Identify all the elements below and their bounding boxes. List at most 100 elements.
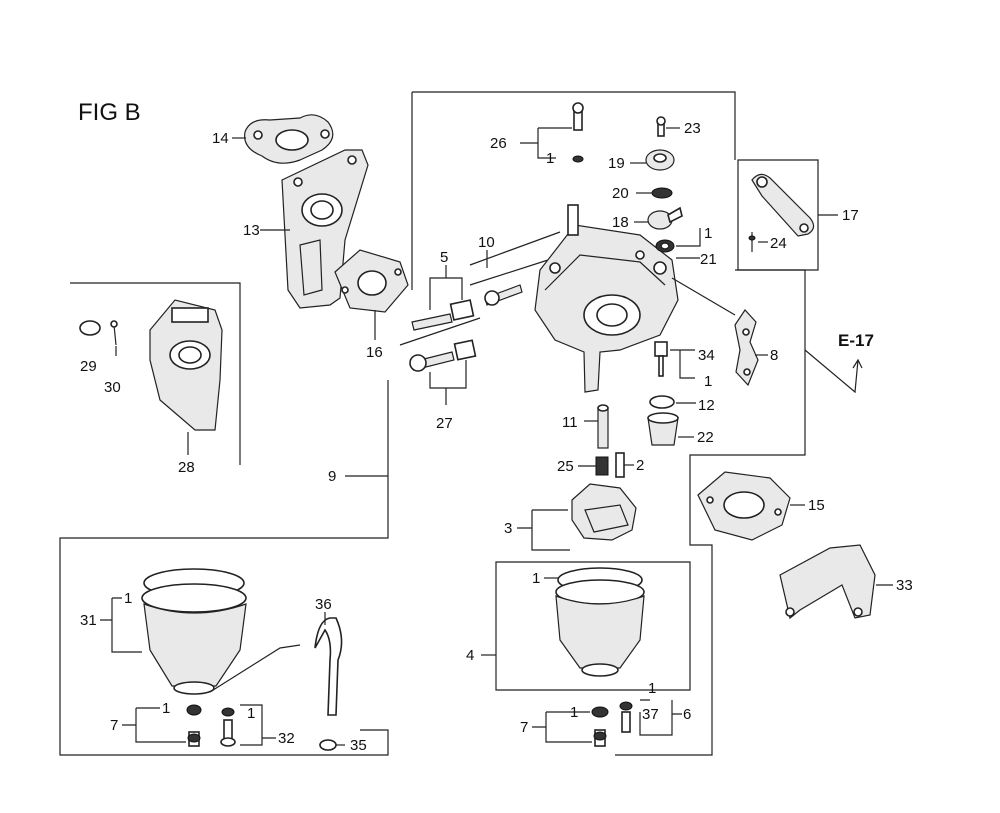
callout-10: 10 (478, 234, 495, 251)
part-16-gasket[interactable] (334, 249, 409, 313)
part-28-bracket[interactable] (149, 299, 223, 431)
part-25-spring[interactable] (595, 456, 609, 476)
part-11-jet[interactable] (597, 404, 609, 449)
part-4-bowl[interactable] (555, 567, 645, 677)
callout-2: 2 (636, 457, 644, 474)
part-31-bowl[interactable] (141, 568, 247, 695)
callout-1-b: 1 (704, 225, 712, 242)
part-18-valve[interactable] (647, 206, 683, 230)
assembly-8-line (671, 277, 736, 316)
part-23-screw[interactable] (656, 116, 666, 137)
part-30-pin[interactable] (110, 320, 118, 346)
part-36-hose[interactable] (314, 617, 343, 716)
callout-29: 29 (80, 358, 97, 375)
part-33-bracket[interactable] (779, 544, 876, 620)
leader-32 (240, 704, 276, 746)
callout-33: 33 (896, 577, 913, 594)
reference-arrow-head (852, 358, 863, 369)
callout-1-g: 1 (532, 570, 540, 587)
callout-13: 13 (243, 222, 260, 239)
part-20-spring[interactable] (651, 187, 673, 199)
part-5-screw-spring[interactable] (411, 299, 475, 331)
leader-5 (429, 265, 463, 310)
part-15-gasket[interactable] (697, 471, 791, 541)
callout-12: 12 (698, 397, 715, 414)
part-13-bracket[interactable] (281, 149, 369, 309)
part-14-gasket[interactable] (244, 114, 334, 164)
leader-10 (469, 231, 561, 286)
callout-4: 4 (466, 647, 474, 664)
callout-28: 28 (178, 459, 195, 476)
callout-6: 6 (683, 706, 691, 723)
carburetor-body[interactable] (534, 204, 679, 393)
callout-5: 5 (440, 249, 448, 266)
part-19-cover[interactable] (645, 149, 675, 171)
callout-17: 17 (842, 207, 859, 224)
part-29-cap[interactable] (79, 320, 101, 336)
part-34-screw[interactable] (654, 341, 668, 377)
callout-9: 9 (328, 468, 336, 485)
part-21-oring[interactable] (655, 239, 675, 253)
leader-7-center (532, 711, 592, 743)
assembly-27-line-top (399, 317, 481, 346)
reference-label: E-17 (838, 331, 874, 350)
part-24-pin[interactable] (748, 232, 756, 252)
assembly-9-outline (412, 91, 806, 756)
callout-23: 23 (684, 120, 701, 137)
leader-26 (520, 127, 572, 159)
part-1-washer-a[interactable] (572, 155, 584, 163)
callout-37: 37 (642, 706, 659, 723)
callout-24: 24 (770, 235, 787, 252)
callout-1-h: 1 (570, 704, 578, 721)
assembly-28-outline (70, 282, 241, 465)
callout-1-f: 1 (247, 705, 255, 722)
part-7-bolt-left[interactable] (186, 704, 202, 747)
reference-arrow (804, 349, 859, 394)
leader-7-left (122, 707, 186, 743)
callout-36: 36 (315, 596, 332, 613)
leader-21 (676, 228, 701, 259)
callout-22: 22 (697, 429, 714, 446)
part-7-bolt-center[interactable] (591, 706, 609, 747)
callout-1-i: 1 (648, 680, 656, 697)
part-22-bowl[interactable] (647, 412, 679, 446)
part-2-pin[interactable] (615, 452, 625, 478)
leader-37-6 (639, 699, 682, 736)
callout-32: 32 (278, 730, 295, 747)
callout-7-left: 7 (110, 717, 118, 734)
assembly-4-outline (495, 561, 691, 691)
callout-1-c: 1 (704, 373, 712, 390)
part-17-lever[interactable] (751, 173, 815, 237)
callout-1-a: 1 (546, 150, 554, 167)
callout-14: 14 (212, 130, 229, 147)
leader-27 (429, 360, 467, 405)
callout-7-center: 7 (520, 719, 528, 736)
assembly-9-outline-left (59, 92, 413, 756)
part-31-link-line (209, 644, 301, 693)
callout-20: 20 (612, 185, 629, 202)
callout-27: 27 (436, 415, 453, 432)
figure-title: FIG B (78, 99, 141, 126)
part-32-drain-screw[interactable] (220, 707, 236, 747)
part-35-clip[interactable] (319, 739, 345, 751)
callout-8: 8 (770, 347, 778, 364)
part-12-gasket[interactable] (649, 395, 675, 409)
callout-30: 30 (104, 379, 121, 396)
callout-25: 25 (557, 458, 574, 475)
part-37-screw[interactable] (619, 701, 633, 733)
callout-1-e: 1 (162, 700, 170, 717)
leader-31 (100, 597, 142, 653)
part-8-gasket[interactable] (734, 309, 759, 387)
assembly-17-outline (737, 159, 819, 271)
part-10-screw[interactable] (484, 284, 523, 306)
callout-16: 16 (366, 344, 383, 361)
callout-1-d: 1 (124, 590, 132, 607)
part-26-screw[interactable] (572, 102, 584, 131)
part-27-screw-spring[interactable] (409, 339, 477, 372)
leader-3 (517, 509, 570, 551)
callout-19: 19 (608, 155, 625, 172)
callout-31: 31 (80, 612, 97, 629)
callout-18: 18 (612, 214, 629, 231)
part-3-float[interactable] (571, 483, 637, 541)
